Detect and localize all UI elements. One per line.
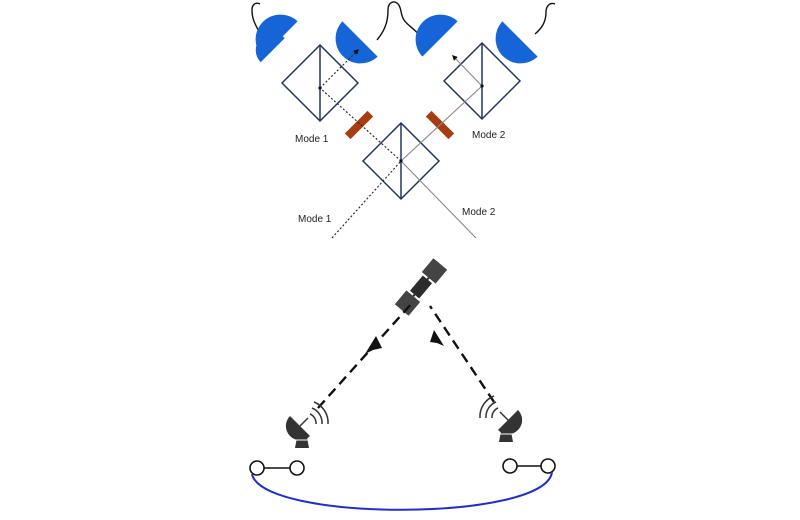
beam-to-right-pbs: [400, 85, 483, 162]
arrow-left-link: [365, 336, 382, 354]
node-left-outer: [249, 460, 265, 476]
beam-left-to-detector: [319, 49, 359, 89]
label-mode1-lower: Mode 1: [298, 214, 332, 225]
beam-mode1-input: [331, 160, 402, 239]
beam-mode2-input: [400, 160, 477, 239]
arrow-right-link: [430, 330, 444, 346]
detector-wire-2: [376, 1, 421, 41]
label-mode2-upper: Mode 2: [472, 130, 506, 141]
photodetector-icon: [495, 21, 538, 64]
detector-wire-3: [534, 2, 556, 35]
satellite-dish-icon: [479, 395, 523, 442]
wave-plate-left: [344, 110, 374, 140]
photodetector-icon: [415, 14, 458, 57]
fiber-link: [251, 471, 553, 511]
satellite-icon: [394, 258, 448, 316]
node-right-outer: [540, 458, 556, 474]
beam-right-to-detector: [452, 55, 483, 87]
satellite-link: [249, 258, 556, 511]
link-left: [317, 301, 414, 409]
label-mode2-lower: Mode 2: [462, 207, 496, 218]
photodetector-icon: [335, 21, 378, 64]
label-mode1-upper: Mode 1: [295, 134, 329, 145]
photodetector-icon: [255, 14, 298, 57]
node-right-inner: [502, 458, 518, 474]
optical-setup: Mode 1 Mode 2 Mode 1 Mode 2: [251, 1, 556, 239]
node-left-inner: [289, 460, 305, 476]
satellite-dish-icon: [285, 401, 329, 448]
link-right: [429, 305, 495, 403]
